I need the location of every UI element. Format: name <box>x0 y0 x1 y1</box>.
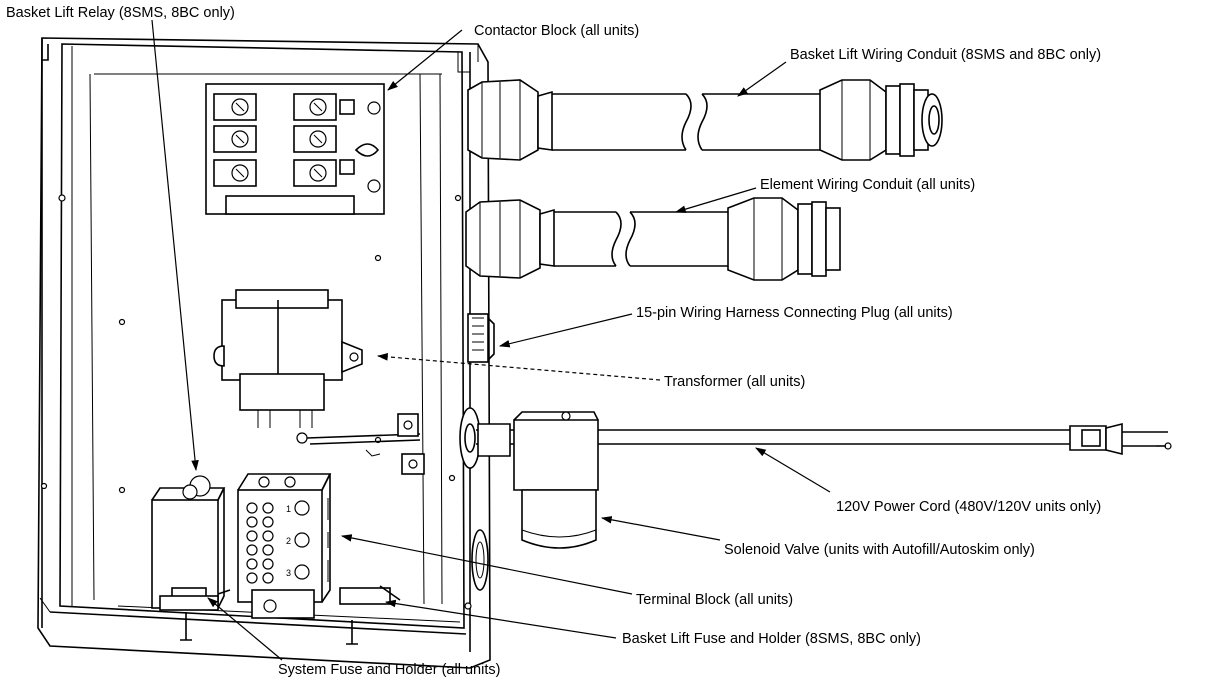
label-transformer: Transformer (all units) <box>664 374 805 390</box>
ground-wire <box>296 413 425 475</box>
solenoid-valve <box>477 411 599 549</box>
label-harness-plug: 15-pin Wiring Harness Connecting Plug (a… <box>636 305 953 321</box>
leader-terminal-block <box>340 534 633 595</box>
harness-plug <box>467 313 495 363</box>
basket-lift-conduit <box>467 79 943 161</box>
callout-labels: Basket Lift Relay (8SMS, 8BC only) Conta… <box>6 5 1101 678</box>
leader-system-fuse <box>207 597 283 661</box>
label-contactor-block: Contactor Block (all units) <box>474 23 639 39</box>
side-grommets <box>459 407 489 591</box>
transformer <box>213 289 363 428</box>
contactor-block <box>205 83 385 215</box>
leader-basket-lift-conduit <box>737 61 787 97</box>
terminal-marking-1: 1 <box>286 504 291 514</box>
leader-solenoid-valve <box>600 516 721 541</box>
label-solenoid-valve: Solenoid Valve (units with Autofill/Auto… <box>724 542 1035 558</box>
terminal-block: 1 2 3 <box>237 473 332 603</box>
leader-basket-lift-fuse <box>384 599 617 639</box>
leader-element-conduit <box>674 187 757 213</box>
label-system-fuse: System Fuse and Holder (all units) <box>278 662 500 678</box>
leader-basket-lift-relay <box>151 19 199 472</box>
label-element-conduit: Element Wiring Conduit (all units) <box>760 177 975 193</box>
label-basket-lift-fuse: Basket Lift Fuse and Holder (8SMS, 8BC o… <box>622 631 921 647</box>
label-basket-lift-relay: Basket Lift Relay (8SMS, 8BC only) <box>6 5 235 21</box>
terminal-screws <box>246 476 310 584</box>
terminal-marking-2: 2 <box>286 536 291 546</box>
label-basket-lift-conduit: Basket Lift Wiring Conduit (8SMS and 8BC… <box>790 47 1101 63</box>
leader-contactor-block <box>387 29 463 91</box>
terminal-marking-3: 3 <box>286 568 291 578</box>
leader-harness-plug <box>498 313 633 348</box>
label-power-cord: 120V Power Cord (480V/120V units only) <box>836 499 1101 515</box>
fuse-holders <box>159 585 401 645</box>
element-conduit <box>465 197 841 281</box>
label-terminal-block: Terminal Block (all units) <box>636 592 793 608</box>
leader-power-cord <box>755 447 831 493</box>
leader-lines <box>151 19 831 661</box>
leader-transformer <box>376 353 661 381</box>
